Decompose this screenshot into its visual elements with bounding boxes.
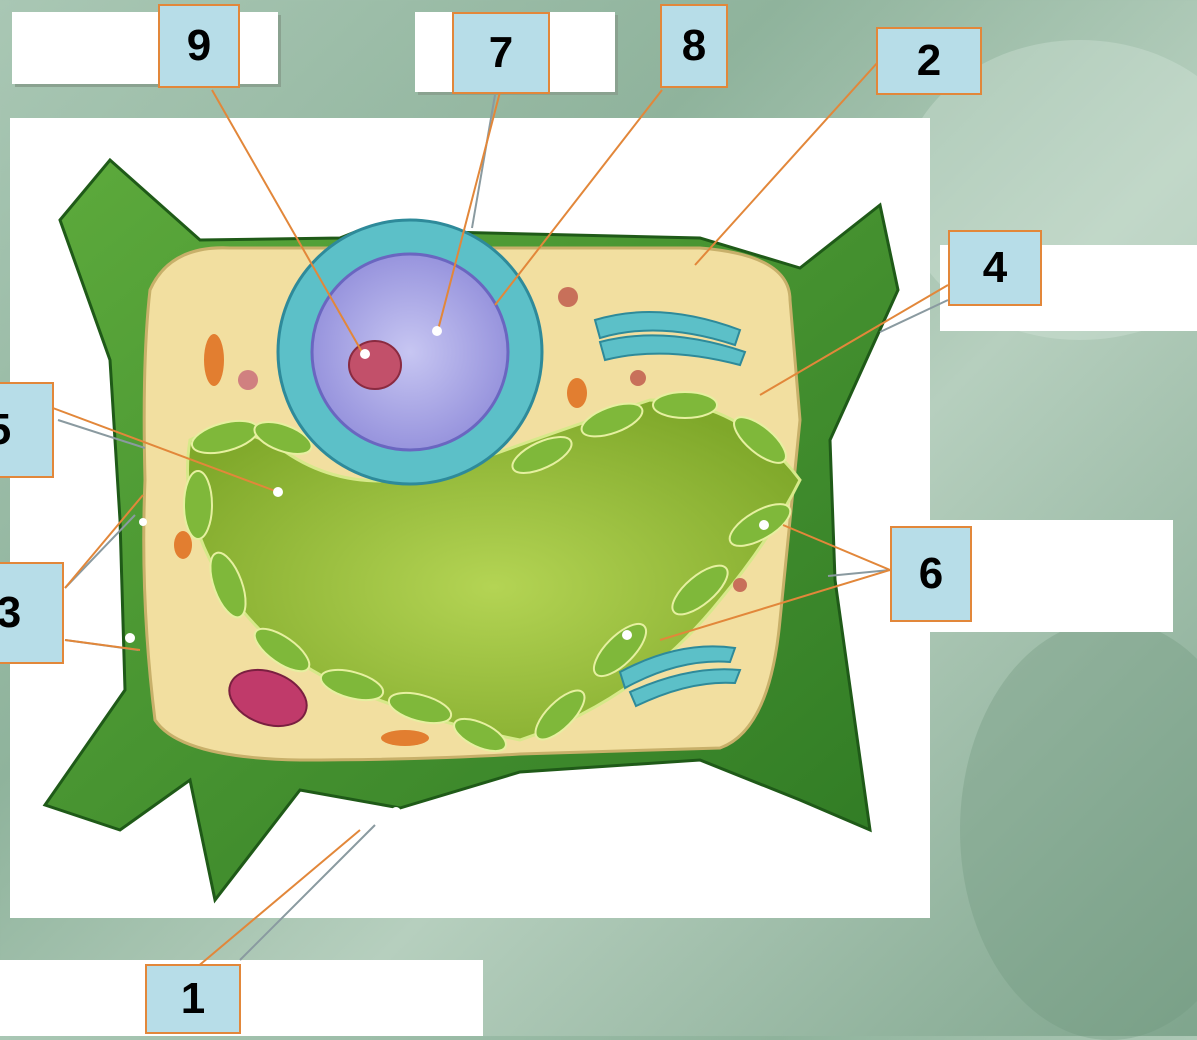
organelle <box>567 378 587 408</box>
organelle <box>558 287 578 307</box>
label-2: 2 <box>876 27 982 95</box>
nucleolus <box>349 341 401 389</box>
organelle <box>381 730 429 746</box>
organelle <box>174 531 192 559</box>
nucleus <box>312 254 508 450</box>
label-7: 7 <box>452 12 550 94</box>
organelle <box>238 370 258 390</box>
label-5: 5 <box>0 382 54 478</box>
label-6: 6 <box>890 526 972 622</box>
label-1: 1 <box>145 964 241 1034</box>
organelle <box>204 334 224 386</box>
organelle <box>733 578 747 592</box>
label-8: 8 <box>660 4 728 88</box>
label-4: 4 <box>948 230 1042 306</box>
label-3: 3 <box>0 562 64 664</box>
label-9: 9 <box>158 4 240 88</box>
organelle <box>630 370 646 386</box>
